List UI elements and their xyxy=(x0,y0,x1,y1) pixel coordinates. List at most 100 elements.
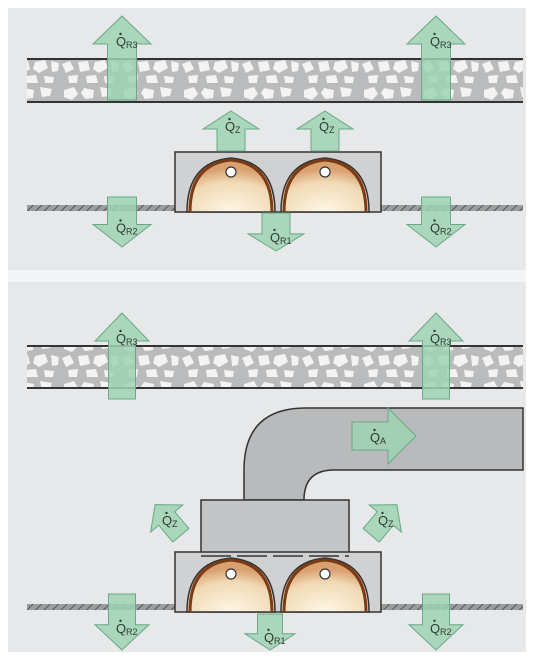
panel-divider xyxy=(8,270,526,282)
top-qr2-right-dot xyxy=(433,219,436,222)
exhaust-duct xyxy=(243,407,524,501)
bot-qa-symbol: Q xyxy=(370,430,380,445)
top-qr3-left-arrow xyxy=(91,15,153,101)
top-qz-left-subscript: Z xyxy=(235,125,241,135)
top-qr2-right-subscript: R2 xyxy=(440,227,452,237)
bot-qr2-left-symbol: Q xyxy=(116,621,126,636)
top-lamp-right-bulb xyxy=(319,166,331,178)
bot-qz-left-arrow-shape xyxy=(149,504,190,543)
top-qz-left-symbol: Q xyxy=(225,119,235,134)
top-qr3-right-subscript: R3 xyxy=(440,40,452,50)
bot-qr3-right-arrow-shape xyxy=(407,312,465,400)
bot-qr1-symbol: Q xyxy=(264,630,274,645)
bot-qa-arrow-shape xyxy=(351,406,417,466)
bot-qr1-dot xyxy=(267,628,270,631)
top-qz-right-subscript: Z xyxy=(329,125,335,135)
top-qr1-subscript: R1 xyxy=(280,236,292,246)
top-qr3-left-subscript: R3 xyxy=(126,40,138,50)
bot-qa-dot xyxy=(373,428,376,432)
bot-qz-right-dot xyxy=(381,511,384,515)
bot-qz-left-symbol: Q xyxy=(162,513,172,528)
top-qr2-right-arrow xyxy=(405,196,467,248)
bottom-suspended-ceiling-right xyxy=(381,604,523,610)
bottom-suspended-ceiling-left xyxy=(27,604,175,610)
bottom-lamp-right-bulb xyxy=(319,568,331,580)
top-qr3-right-arrow xyxy=(405,15,467,101)
top-lamp-right xyxy=(280,157,370,213)
duct-plenum xyxy=(200,499,350,559)
bot-qr1-arrow-shape xyxy=(243,613,297,651)
top-qz-right-arrow-shape xyxy=(295,110,355,152)
bot-qr3-left-dot xyxy=(119,329,122,333)
bottom-luminaire xyxy=(174,551,382,613)
top-qr3-left-dot xyxy=(119,32,122,36)
bot-qr2-right-dot xyxy=(433,619,436,622)
top-lamp-left xyxy=(186,157,276,213)
bot-qr3-left-arrow xyxy=(93,312,151,400)
top-qr3-right-arrow-shape xyxy=(405,15,467,101)
top-qz-right-symbol: Q xyxy=(319,119,329,134)
top-lamp-left-arc xyxy=(188,158,274,213)
bot-qz-left-arrow xyxy=(149,504,190,543)
top-qz-left-dot xyxy=(228,117,231,121)
top-qr1-arrow xyxy=(246,212,306,252)
top-qr3-right-dot xyxy=(433,32,436,36)
bot-qr2-right-arrow-shape xyxy=(407,593,465,651)
bot-qr3-left-subscript: R3 xyxy=(126,337,138,347)
bot-qa-subscript: A xyxy=(380,436,386,446)
bot-qa-arrow xyxy=(351,406,417,466)
top-qz-right-dot xyxy=(322,117,325,121)
top-qr3-left-arrow-shape xyxy=(91,15,153,101)
top-qr2-left-subscript: R2 xyxy=(126,227,138,237)
top-qr2-right-symbol: Q xyxy=(430,221,440,236)
top-qr1-arrow-shape xyxy=(246,212,306,252)
bot-qr3-left-symbol: Q xyxy=(116,331,126,346)
bot-qr1-subscript: R1 xyxy=(274,636,286,646)
bot-qr3-left-arrow-shape xyxy=(93,312,151,400)
bot-qr2-right-symbol: Q xyxy=(430,621,440,636)
bot-qr2-right-arrow xyxy=(407,593,465,651)
bot-qr3-right-symbol: Q xyxy=(430,331,440,346)
bot-qr2-right-subscript: R2 xyxy=(440,627,452,637)
top-qz-left-arrow-shape xyxy=(201,110,261,152)
top-luminaire xyxy=(174,151,382,213)
bottom-lamp-right xyxy=(280,557,370,613)
top-qz-right-arrow xyxy=(295,110,355,152)
bottom-lamp-right-arc xyxy=(282,558,368,613)
top-qr2-left-dot xyxy=(119,219,122,222)
top-qr3-left-symbol: Q xyxy=(116,34,126,49)
bot-qz-right-symbol: Q xyxy=(378,513,388,528)
top-lamp-left-bulb xyxy=(225,166,237,178)
top-qr2-right-arrow-shape xyxy=(405,196,467,248)
top-suspended-ceiling-right xyxy=(381,205,523,211)
top-suspended-ceiling-left xyxy=(27,205,175,211)
bot-qr2-left-arrow xyxy=(93,593,151,651)
top-qr1-dot xyxy=(273,228,276,232)
bot-qz-right-subscript: Z xyxy=(388,519,394,529)
top-qr1-symbol: Q xyxy=(270,230,280,245)
top-qr2-left-symbol: Q xyxy=(116,221,126,236)
top-qz-left-arrow xyxy=(201,110,261,152)
bottom-lamp-left-arc xyxy=(188,558,274,613)
bottom-lamp-left-bulb xyxy=(225,568,237,580)
bot-qr2-left-dot xyxy=(119,619,122,622)
bot-qz-left-dot xyxy=(165,511,168,515)
bot-qr2-left-arrow-shape xyxy=(93,593,151,651)
